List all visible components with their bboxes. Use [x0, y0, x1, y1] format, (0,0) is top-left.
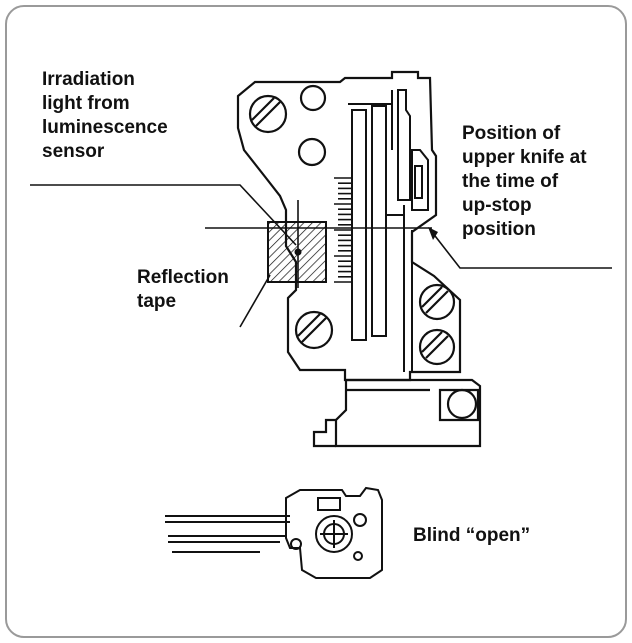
scale-ticks [334, 177, 352, 283]
screw-top-left [248, 94, 288, 134]
upper-knife-arrowhead [428, 227, 438, 240]
label-upper-knife-line-1: Position of [462, 123, 561, 144]
label-upper-knife-position: Position of upper knife at the time of u… [462, 122, 587, 242]
label-irradiation-line-4: sensor [42, 141, 105, 162]
label-upper-knife-line-4: up-stop [462, 195, 532, 216]
label-reflection-tape: Reflection tape [137, 266, 229, 314]
hole-middle [297, 137, 327, 167]
blind-mechanism [165, 486, 383, 579]
label-upper-knife-line-5: position [462, 219, 536, 240]
label-reflection-line-1: Reflection [137, 267, 229, 288]
label-upper-knife-line-3: the time of [462, 171, 559, 192]
leader-upper-knife [431, 231, 612, 269]
base-block [312, 378, 482, 448]
screw-lower-left [294, 310, 334, 350]
screw-right-lower [418, 328, 456, 366]
label-irradiation-line-2: light from [42, 93, 130, 114]
label-blind-open: Blind “open” [413, 525, 531, 546]
label-irradiation-light: Irradiation light from luminescence sens… [42, 68, 168, 164]
label-upper-knife-line-2: upper knife at [462, 147, 587, 168]
hole-top-right [299, 84, 327, 112]
sensor-spot [294, 248, 302, 256]
screw-right-upper [418, 283, 456, 321]
diagram-frame [5, 5, 627, 638]
label-reflection-line-2: tape [137, 291, 177, 312]
leader-reflection [239, 274, 271, 328]
label-irradiation-line-3: luminescence [42, 117, 168, 138]
label-irradiation-line-1: Irradiation [42, 69, 135, 90]
knife-guide-bars [348, 89, 429, 372]
leader-irradiation [30, 184, 297, 246]
